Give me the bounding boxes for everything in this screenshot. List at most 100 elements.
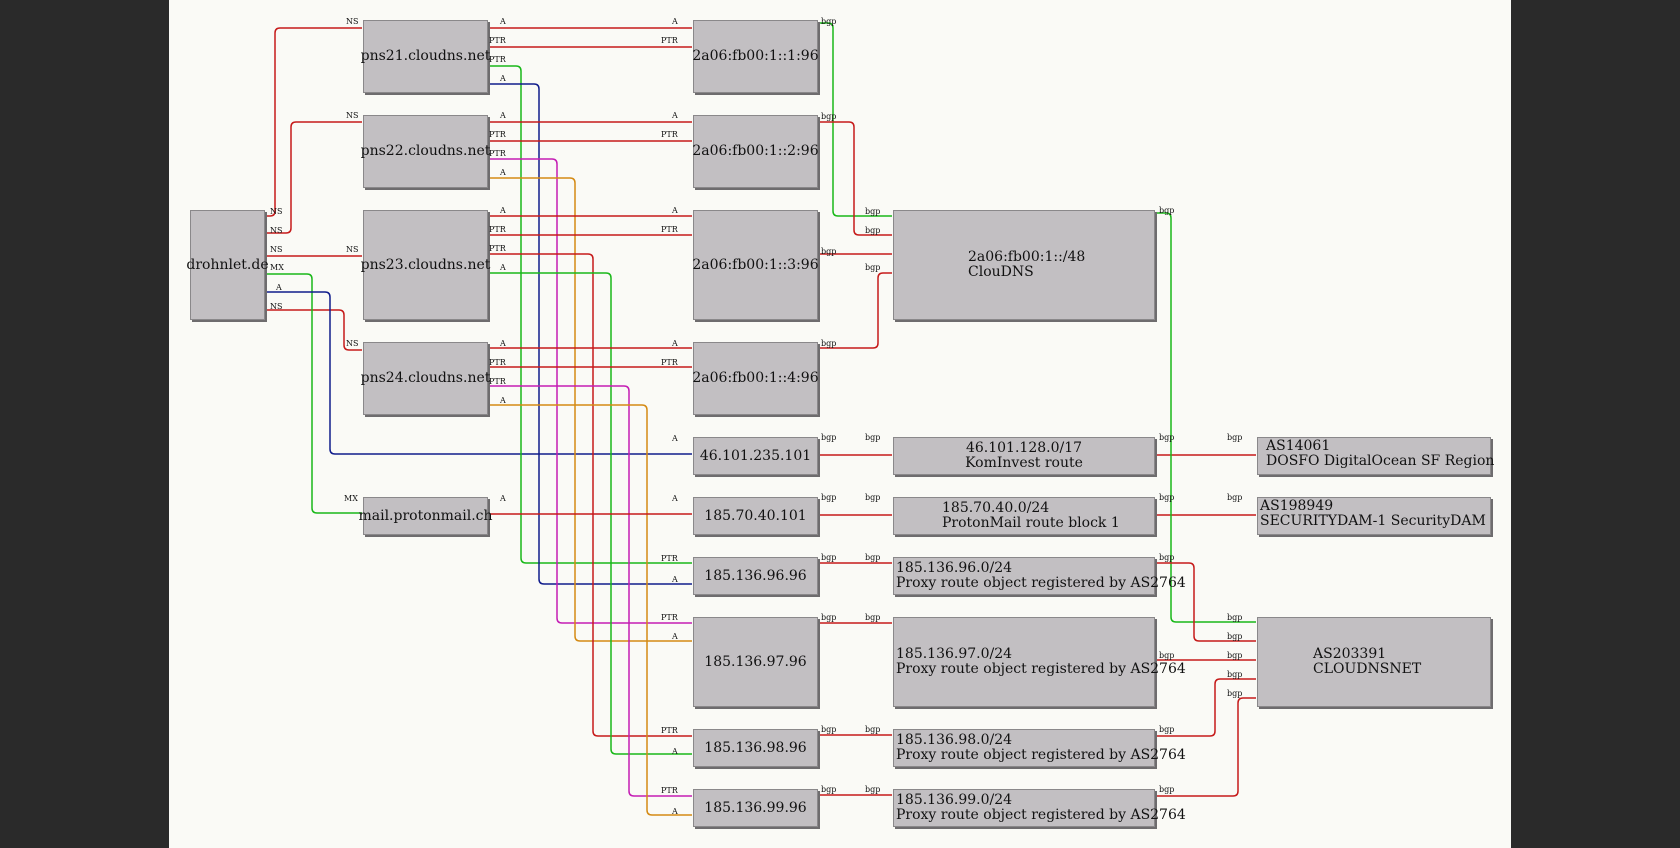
edge-label-a: A (500, 494, 506, 503)
node-label-line2: SECURITYDAM-1 SecurityDAM (1260, 513, 1486, 529)
node-pns24[interactable]: pns24.cloudns.net (361, 342, 490, 415)
edge-ns-pns21 (266, 27, 362, 217)
node-label-line2: ProtonMail route block 1 (942, 515, 1120, 531)
node-label-line1: 2a06:fb00:1::/48 (968, 249, 1086, 265)
node-label-line2: Proxy route object registered by AS2764 (896, 575, 1186, 591)
edge-label-ns: NS (270, 207, 283, 216)
node-ip6-2[interactable]: 2a06:fb00:1::2:96 (692, 115, 819, 188)
edge-label-a: A (500, 206, 506, 215)
edge-label-bgp: bgp (821, 339, 837, 348)
node-label-line1: AS14061 (1266, 438, 1331, 454)
node-label-line1: 46.101.128.0/17 (965, 440, 1083, 456)
edge-label-a: A (276, 283, 282, 292)
node-ip6-4[interactable]: 2a06:fb00:1::4:96 (692, 342, 819, 415)
node-ip6-1[interactable]: 2a06:fb00:1::1:96 (692, 20, 819, 93)
node-ip-185-136-97-96[interactable]: 185.136.97.96 (693, 617, 818, 707)
node-pns23[interactable]: pns23.cloudns.net (360, 210, 491, 320)
edge-label-ptr: PTR (661, 726, 678, 735)
edge-label-bgp: bgp (865, 553, 881, 562)
edge-label-ptr: PTR (489, 377, 506, 386)
node-label-line2: DOSFO DigitalOcean SF Region (1266, 453, 1495, 469)
node-label-line2: CLOUDNSNET (1313, 661, 1422, 677)
node-ip-185-136-98-96[interactable]: 185.136.98.96 (693, 729, 818, 767)
node-label-line1: 185.136.96.0/24 (896, 560, 1013, 576)
edge-bgp-ip6-2 (819, 121, 892, 236)
edge-label-bgp: bgp (1159, 553, 1175, 562)
edge-label-bgp: bgp (821, 17, 837, 26)
node-ip6-3[interactable]: 2a06:fb00:1::3:96 (692, 210, 819, 320)
edge-label-a: A (500, 263, 506, 272)
edge-bgp-ip6-4 (819, 272, 892, 349)
edge-pns24-a-99 (489, 404, 692, 816)
node-label: pns21.cloudns.net (360, 48, 491, 64)
node-label: pns22.cloudns.net (360, 143, 491, 159)
edge-label-ns: NS (270, 245, 283, 254)
edge-label-bgp: bgp (1159, 206, 1175, 215)
node-pns21[interactable]: pns21.cloudns.net (360, 20, 491, 93)
edge-label-a: A (500, 168, 506, 177)
edge-label-a: A (672, 575, 678, 584)
edge-label-bgp: bgp (1227, 651, 1243, 660)
edge-label-ptr: PTR (661, 225, 678, 234)
edge-label-bgp: bgp (1159, 651, 1175, 660)
edge-label-bgp: bgp (1227, 613, 1243, 622)
edge-ns-pns22 (266, 121, 362, 234)
edge-label-ptr: PTR (489, 358, 506, 367)
node-label: pns23.cloudns.net (360, 256, 491, 273)
edge-label-bgp: bgp (1227, 632, 1243, 641)
edge-label-ns: NS (346, 111, 359, 120)
edge-label-ns: NS (346, 245, 359, 254)
edge-label-ptr: PTR (489, 149, 506, 158)
edge-bgp-ip6-1 (819, 22, 892, 217)
edge-label-ptr: PTR (661, 786, 678, 795)
edge-a-46-101-235-101 (266, 291, 692, 455)
edge-label-a: A (672, 632, 678, 641)
node-label: 46.101.235.101 (699, 447, 812, 464)
node-ip-185-136-96-96[interactable]: 185.136.96.96 (693, 557, 818, 595)
edge-bgp-net98-as203391 (1156, 678, 1256, 737)
node-label: 2a06:fb00:1::4:96 (692, 370, 819, 386)
edge-label-ns: NS (346, 17, 359, 26)
edge-label-ptr: PTR (489, 55, 506, 64)
node-ip-185-136-99-96[interactable]: 185.136.99.96 (693, 789, 818, 827)
edge-label-mx: MX (344, 494, 358, 503)
edge-label-bgp: bgp (821, 493, 837, 502)
edge-label-bgp: bgp (865, 613, 881, 622)
node-ip-185-70-40-101[interactable]: 185.70.40.101 (693, 497, 818, 535)
node-ip-46-101-235-101[interactable]: 46.101.235.101 (693, 437, 818, 475)
edge-label-ptr: PTR (661, 613, 678, 622)
node-label-line1: 185.136.97.0/24 (896, 646, 1013, 662)
edge-label-ns: NS (270, 302, 283, 311)
node-pns22[interactable]: pns22.cloudns.net (360, 115, 491, 188)
node-mail-protonmail[interactable]: mail.protonmail.ch (358, 497, 493, 535)
edge-label-bgp: bgp (865, 493, 881, 502)
edge-label-ns: NS (346, 339, 359, 348)
node-label-line2: Proxy route object registered by AS2764 (896, 807, 1186, 823)
edge-label-a: A (500, 396, 506, 405)
edge-label-a: A (672, 111, 678, 120)
edge-label-a: A (672, 807, 678, 816)
edge-label-a: A (672, 17, 678, 26)
node-drohnlet[interactable]: drohnlet.de (186, 210, 269, 320)
edge-label-a: A (672, 434, 678, 443)
edge-label-bgp: bgp (1227, 433, 1243, 442)
edge-bgp-net6-as203391 (1156, 212, 1256, 623)
edge-label-ptr: PTR (489, 244, 506, 253)
node-label: 185.136.98.96 (704, 739, 807, 756)
node-label-line2: KomInvest route (965, 455, 1083, 471)
node-label-line2: Proxy route object registered by AS2764 (896, 661, 1186, 677)
node-label: 2a06:fb00:1::3:96 (692, 256, 819, 273)
node-label-line1: 185.136.99.0/24 (896, 792, 1013, 808)
edge-label-bgp: bgp (865, 725, 881, 734)
edge-label-a: A (500, 111, 506, 120)
